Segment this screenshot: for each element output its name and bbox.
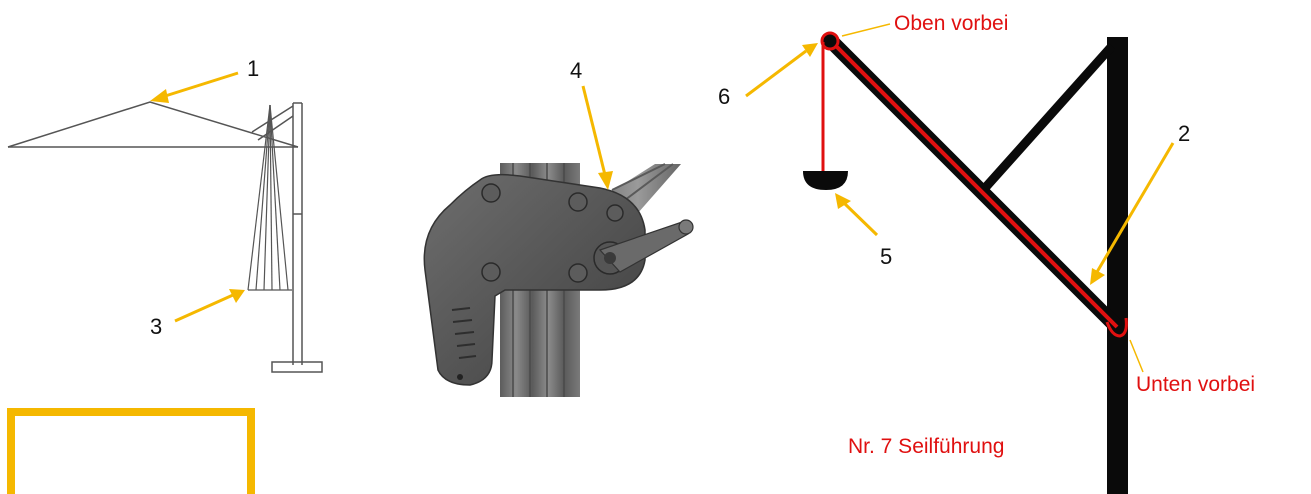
callout-6: 6 [718,43,818,109]
callout-6-number: 6 [718,84,730,109]
callout-2-number: 2 [1178,121,1190,146]
rope-along-arm [828,38,1119,329]
bottom-rope-loop [1105,317,1128,338]
callout-1-number: 1 [247,56,259,81]
umbrella-canopy [7,101,299,148]
callout-2: 2 [1090,121,1190,285]
yellow-frame [7,408,255,494]
rope-weight [803,171,848,190]
label-top-pass: Oben vorbei [841,12,1008,37]
umbrella-drawing [7,101,323,373]
clamp-bolts [481,183,624,283]
callout-1: 1 [150,56,259,103]
diagram-strut [981,43,1116,191]
umbrella-base [271,361,323,373]
label-top-text: Oben vorbei [894,12,1008,35]
callout-4: 4 [570,58,613,190]
diagram-pole [1107,37,1128,494]
rope-guide-title: Nr. 7 Seilführung [848,435,1004,458]
crank-clamp-image [423,163,694,397]
callout-5-number: 5 [880,244,892,269]
callout-4-number: 4 [570,58,582,83]
callout-5: 5 [835,193,892,269]
rope-diagram [803,31,1128,494]
callout-3-number: 3 [150,314,162,339]
umbrella-cover [247,104,292,291]
clamp-plate [423,173,646,386]
label-bottom-pass: Unten vorbei [1129,339,1255,396]
label-bottom-text: Unten vorbei [1136,373,1255,396]
top-pulley [820,31,840,51]
callout-3: 3 [150,289,245,339]
